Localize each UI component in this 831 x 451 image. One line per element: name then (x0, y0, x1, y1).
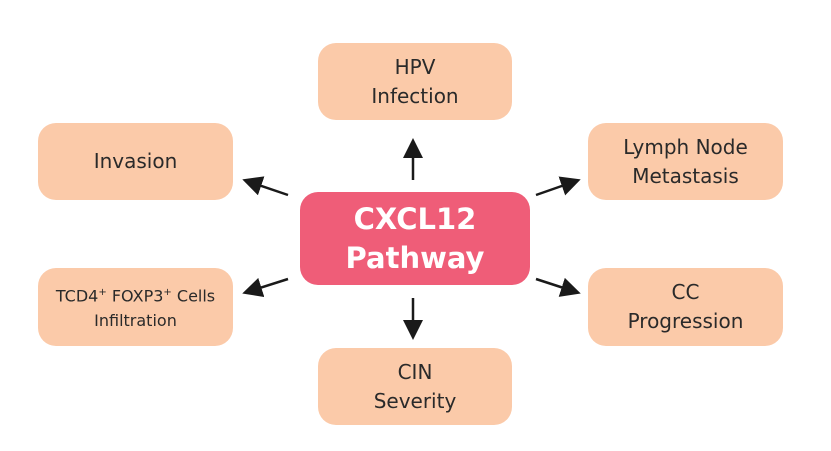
superscript-plus: + (163, 287, 172, 299)
superscript-plus: + (98, 287, 107, 299)
foxp3-label: FOXP3 (111, 286, 164, 306)
arrow-to-tcd4 (242, 277, 289, 297)
tcd4-label: TCD4 (55, 286, 99, 306)
arrow-to-lymph (535, 176, 581, 197)
cxcl12-pathway-node: CXCL12 Pathway (300, 192, 530, 285)
infiltration-label: Infiltration (94, 310, 177, 330)
tcd4-foxp3-infiltration-node: TCD4+ FOXP3+ Cells Infiltration (38, 268, 233, 346)
cin-severity-node: CIN Severity (318, 348, 512, 425)
invasion-node: Invasion (38, 123, 233, 200)
lymph-node-metastasis-node: Lymph Node Metastasis (588, 123, 783, 200)
hpv-infection-node: HPV Infection (318, 43, 512, 120)
cells-label: Cells (176, 286, 216, 306)
arrow-to-invasion (242, 176, 289, 197)
cc-progression-node: CC Progression (588, 268, 783, 346)
arrow-to-cc (535, 277, 581, 297)
